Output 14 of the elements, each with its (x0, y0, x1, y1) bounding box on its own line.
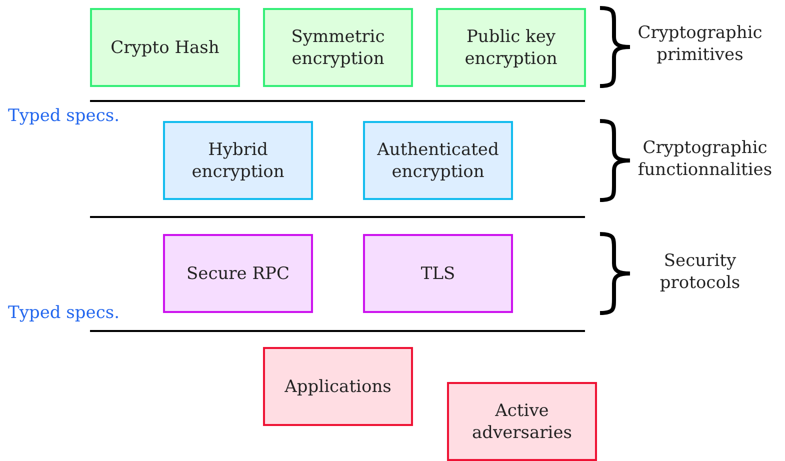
component-box: TLS (363, 234, 513, 313)
layer-label: Cryptographic primitives (636, 22, 764, 66)
component-box: Symmetric encryption (263, 8, 413, 87)
component-box: Public key encryption (436, 8, 586, 87)
component-box: Applications (263, 347, 413, 426)
component-box: Crypto Hash (90, 8, 240, 87)
side-note: Typed specs. (8, 302, 120, 324)
layer-label: Security protocols (658, 250, 742, 294)
layer-label: Cryptographic functionnalities (636, 137, 774, 181)
component-box: Secure RPC (163, 234, 313, 313)
component-box: Authenticated encryption (363, 121, 513, 200)
component-box: Hybrid encryption (163, 121, 313, 200)
side-note: Typed specs. (8, 105, 120, 127)
component-box: Active adversaries (447, 382, 597, 461)
